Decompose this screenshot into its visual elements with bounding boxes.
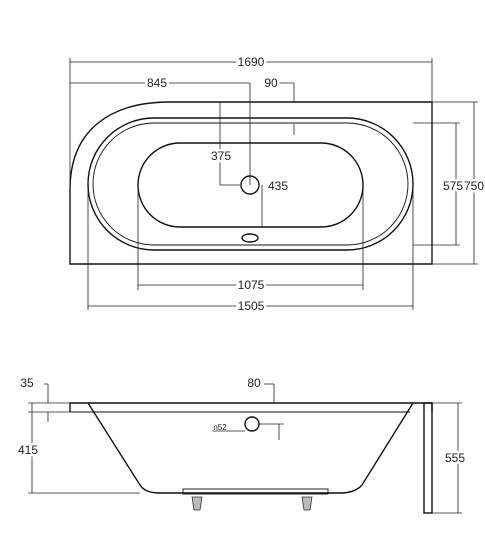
tub-rim-oval-inner — [92, 122, 409, 246]
dim-90: 90 — [264, 76, 278, 90]
dim-435: 435 — [268, 179, 288, 193]
foot-left — [191, 496, 203, 511]
dim-1690: 1690 — [238, 55, 265, 69]
feet-rail — [182, 488, 329, 495]
dim-845: 845 — [147, 76, 167, 90]
dim-1075: 1075 — [238, 278, 265, 292]
overflow-label: n52 — [213, 423, 227, 432]
side-support-panel — [423, 402, 433, 514]
overflow-circle — [244, 416, 260, 432]
dim-80: 80 — [247, 376, 261, 390]
tub-basin — [137, 142, 364, 228]
foot-right — [301, 496, 313, 511]
dim-415: 415 — [18, 443, 38, 457]
dim-375: 375 — [211, 149, 231, 163]
side-view: 35 80 415 555 n52 — [15, 374, 468, 514]
side-rim — [69, 402, 433, 412]
tub-outer-rim — [69, 101, 433, 265]
dim-555: 555 — [445, 451, 465, 465]
dim-575: 575 — [443, 179, 463, 193]
dim-750: 750 — [464, 179, 484, 193]
dim-1505: 1505 — [238, 299, 265, 313]
side-tub-body — [87, 402, 414, 494]
dim-35: 35 — [20, 376, 34, 390]
tub-rim-oval — [87, 117, 414, 251]
top-view: 1690 845 90 375 435 575 750 1075 1505 — [69, 53, 485, 316]
overflow-ellipse — [241, 233, 259, 243]
